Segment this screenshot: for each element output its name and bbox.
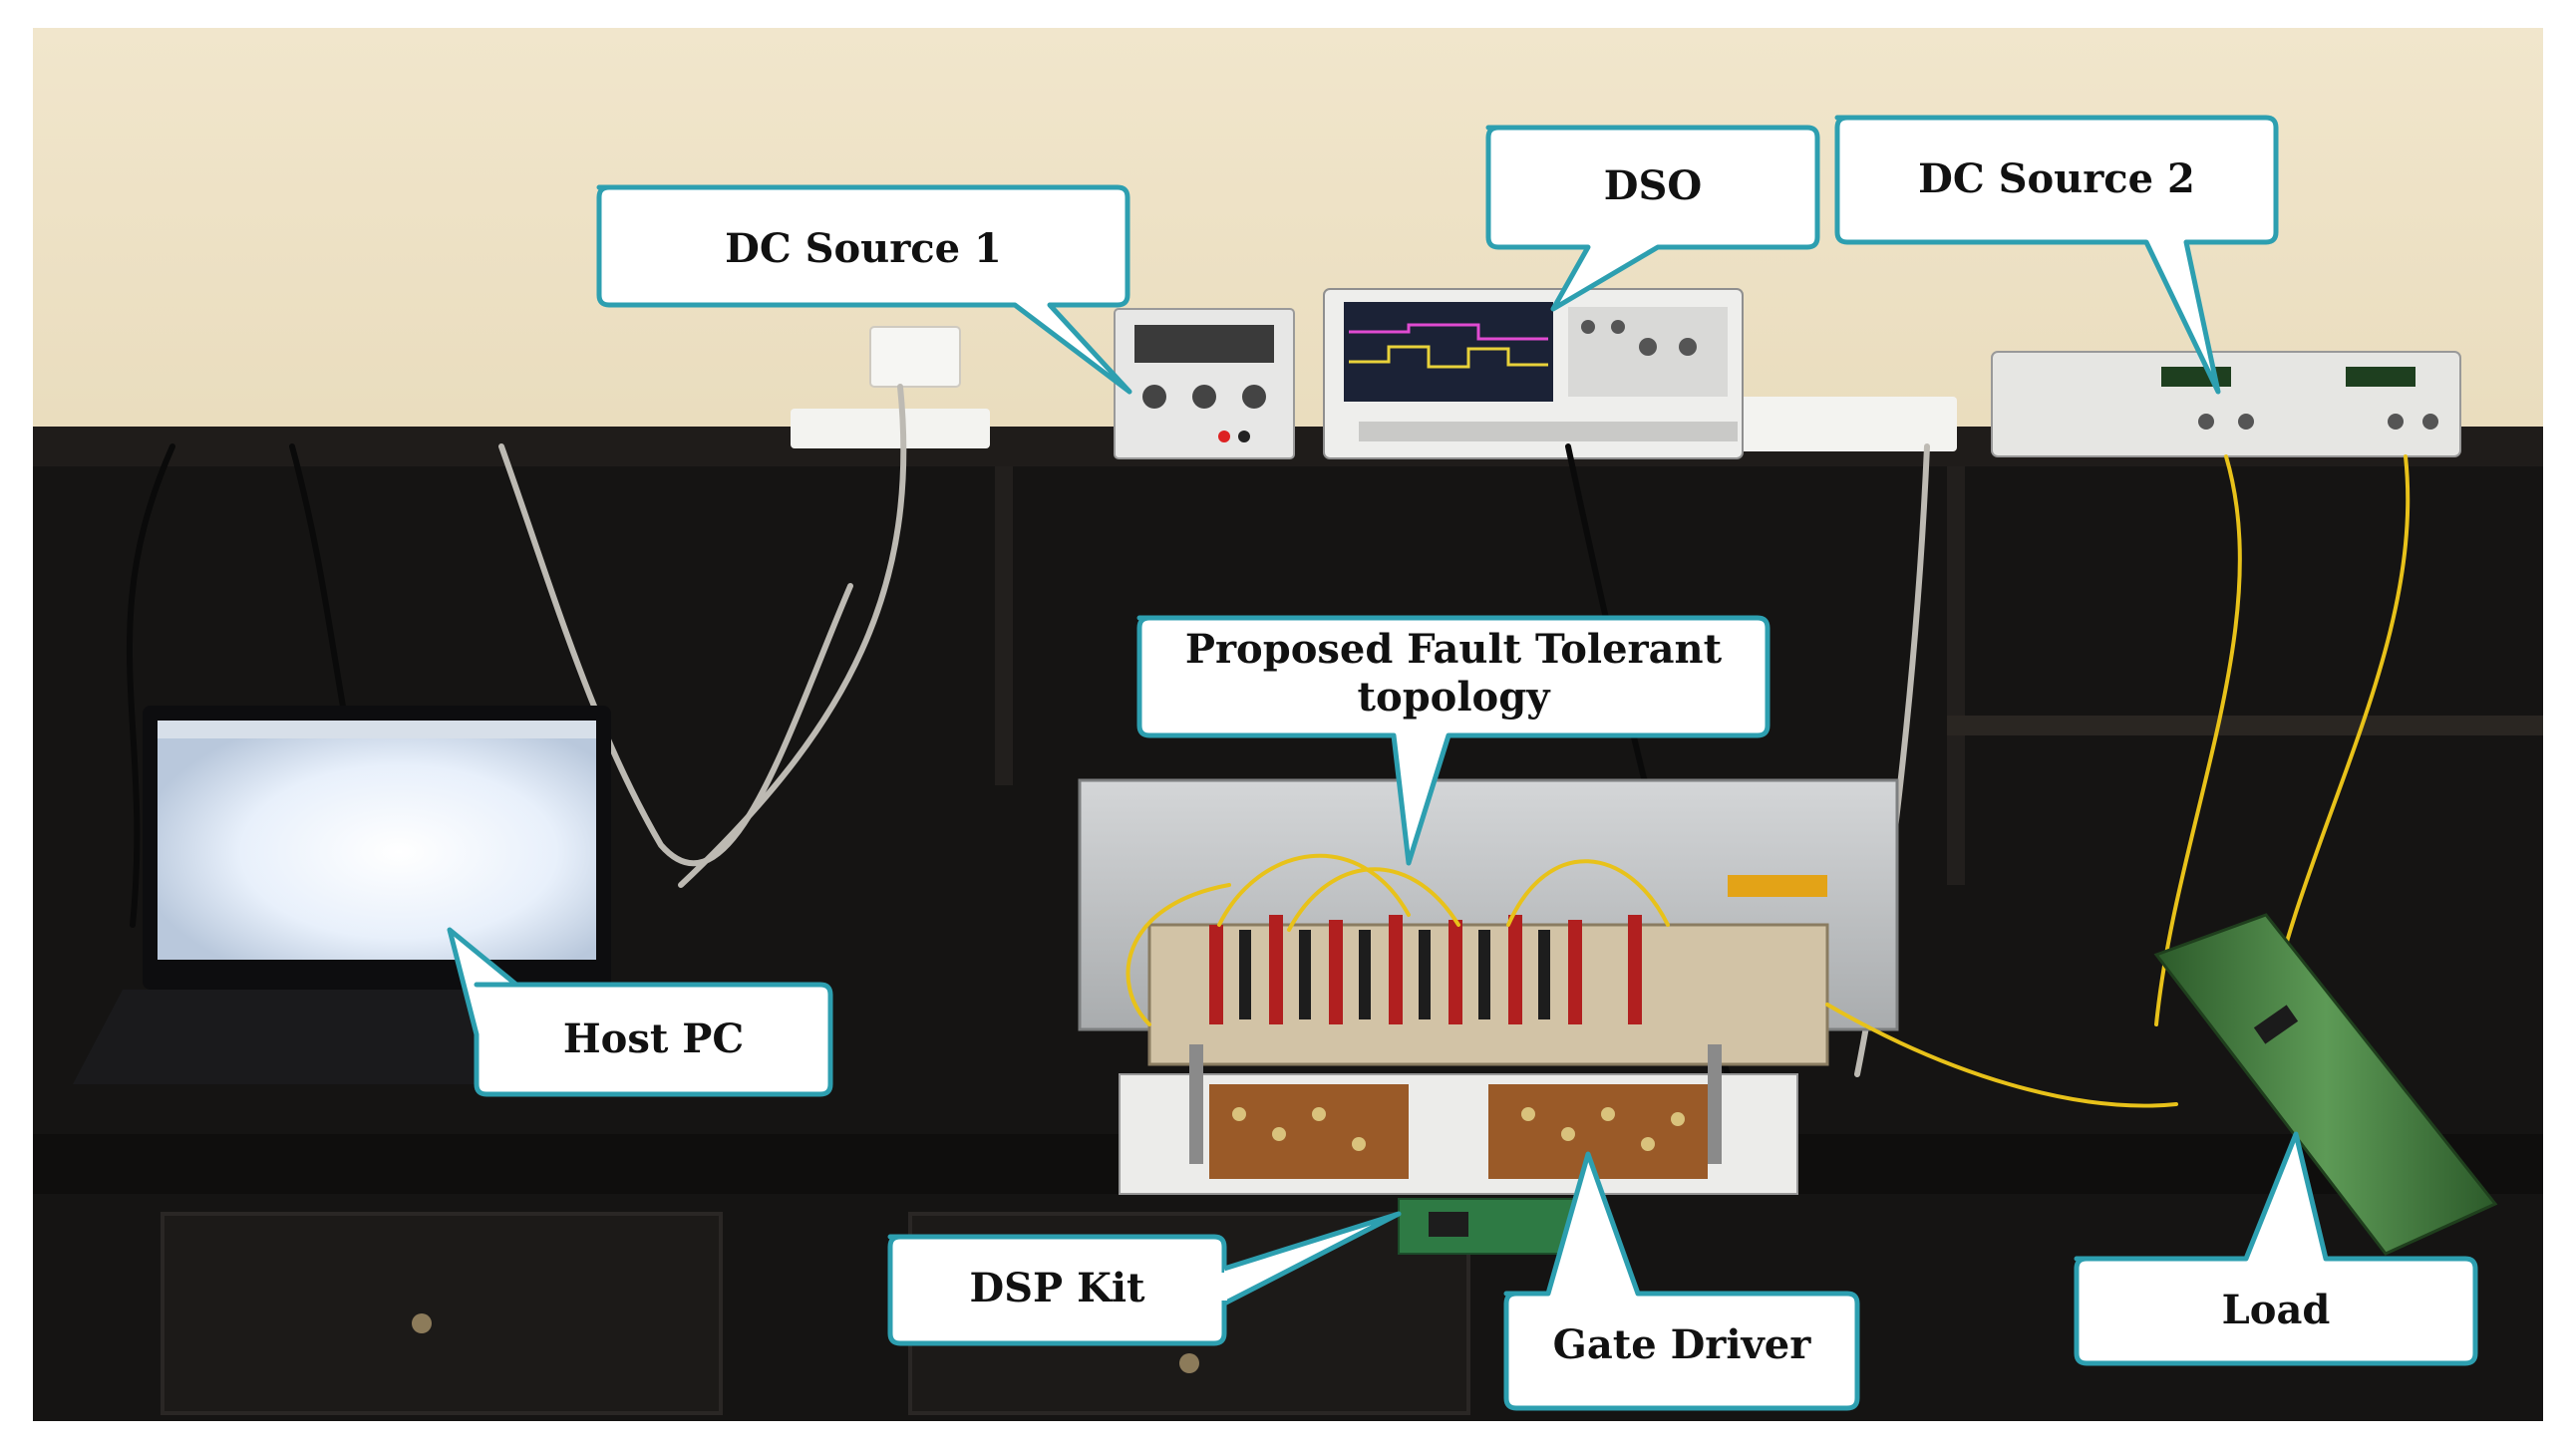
load-rheostat bbox=[2153, 913, 2498, 1256]
shelf-divider bbox=[995, 466, 1013, 785]
callout-bubble-load bbox=[2074, 1131, 2478, 1366]
label-dso: DSO bbox=[1603, 162, 1703, 209]
dc-source-2-instrument bbox=[1991, 351, 2461, 457]
callout-bubble-host-pc bbox=[447, 927, 833, 1097]
cabinet-left bbox=[161, 1212, 723, 1415]
label-dsp-kit: DSP Kit bbox=[969, 1265, 1145, 1311]
lab-setup-photo: DC Source 1 DSO DC Source 2 Proposed Fau… bbox=[33, 28, 2543, 1421]
dsp-kit-board bbox=[1398, 1198, 1579, 1255]
label-host-pc: Host PC bbox=[562, 1015, 745, 1062]
callout-bubble-dsp-kit bbox=[887, 1234, 1227, 1346]
lab-scene bbox=[33, 28, 2543, 1421]
callout-bubble-dso bbox=[1485, 125, 1820, 312]
dc-source-1-instrument bbox=[1114, 308, 1295, 459]
callout-bubble-dc-source-2 bbox=[1834, 115, 2279, 395]
label-dc-source-2: DC Source 2 bbox=[1918, 155, 2195, 202]
topology-board bbox=[1147, 915, 1829, 1066]
host-pc-laptop bbox=[73, 706, 671, 1084]
shelf-divider bbox=[1947, 466, 1965, 885]
wall-socket bbox=[869, 326, 961, 388]
callout-bubble-gate-driver bbox=[1503, 1151, 1860, 1411]
drawer-knob bbox=[412, 1313, 432, 1333]
callout-bubble-dc-source-1 bbox=[596, 184, 1132, 395]
callout-bubble-proposed-topology bbox=[1136, 615, 1771, 866]
dso-instrument bbox=[1323, 288, 1744, 459]
callout-tail-dsp-kit bbox=[1222, 1211, 1402, 1306]
label-proposed-topology-line2: topology bbox=[1357, 674, 1550, 721]
label-dc-source-1: DC Source 1 bbox=[725, 225, 1002, 272]
shelf-board bbox=[1947, 716, 2543, 735]
label-proposed-topology-line1: Proposed Fault Tolerant bbox=[1184, 626, 1723, 673]
power-strip bbox=[1728, 397, 1957, 451]
label-load: Load bbox=[2221, 1287, 2331, 1333]
gate-driver-board bbox=[1119, 1044, 1798, 1195]
label-gate-driver: Gate Driver bbox=[1552, 1321, 1811, 1368]
drawer-knob bbox=[1179, 1353, 1199, 1373]
power-strip bbox=[791, 409, 990, 448]
